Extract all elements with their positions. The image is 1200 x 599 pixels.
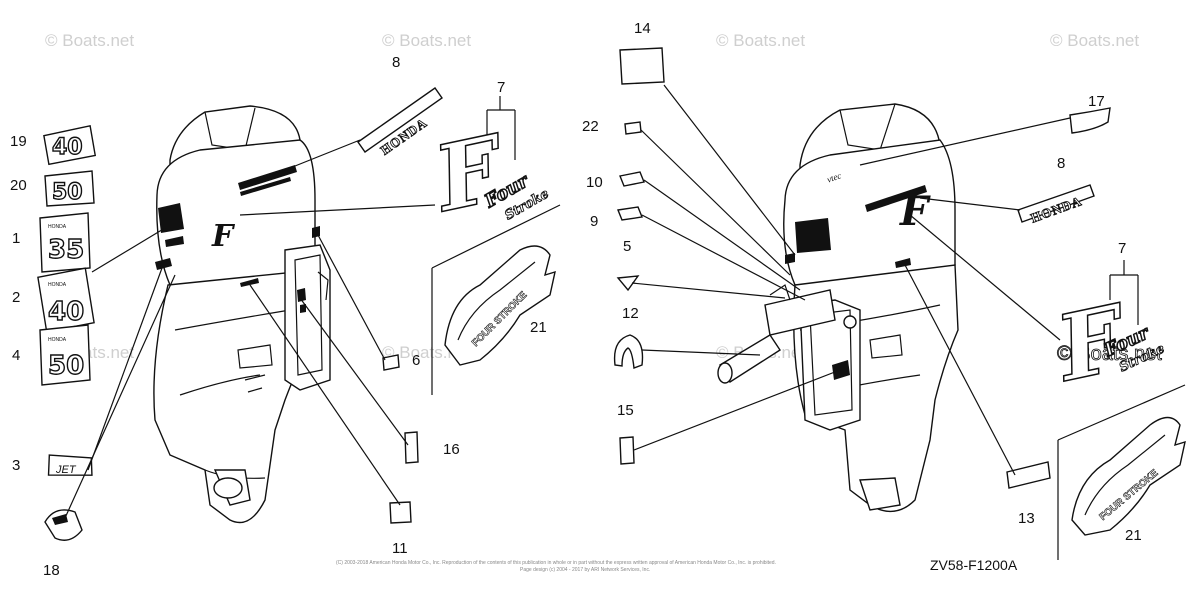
copyright-line: (C) 2003-2018 American Honda Motor Co., …	[336, 560, 776, 566]
decal-15	[619, 436, 635, 465]
emblem-21-four-stroke-left: FOUR STROKE	[431, 204, 561, 395]
svg-text:40: 40	[48, 297, 84, 327]
emblem-17	[1069, 107, 1111, 134]
svg-text:6: 6	[412, 352, 420, 369]
svg-text:F: F	[423, 114, 516, 233]
diagram-code: ZV58-F1200A	[930, 557, 1018, 573]
f-logo-on-cowl: F	[899, 188, 931, 235]
svg-text:40: 40	[52, 135, 83, 160]
decal-22	[624, 121, 642, 135]
decal-10	[619, 171, 645, 187]
svg-text:14: 14	[634, 20, 651, 37]
svg-text:50: 50	[48, 351, 84, 381]
svg-text:7: 7	[1118, 240, 1126, 257]
emblem-21-four-stroke-right: FOUR STROKE	[1057, 384, 1186, 560]
decal-9	[617, 206, 643, 221]
f-logo-on-cowl: F	[211, 219, 236, 254]
svg-text:20: 20	[10, 177, 27, 194]
svg-text:19: 19	[10, 133, 27, 150]
watermark: © Boats.net	[716, 31, 805, 50]
leader-lines-left	[64, 139, 436, 519]
svg-text:12: 12	[622, 305, 639, 322]
decal-16	[404, 431, 419, 464]
svg-text:21: 21	[530, 319, 547, 336]
emblem-3-jet: JET	[47, 454, 93, 476]
decal-11	[389, 501, 412, 524]
svg-text:9: 9	[590, 213, 598, 230]
svg-text:16: 16	[443, 441, 460, 458]
svg-text:10: 10	[586, 174, 603, 191]
part-numbers-left: 19 20 1 2 4 3 18 8 7 6 16 11 21	[10, 54, 547, 579]
svg-text:35: 35	[48, 235, 84, 265]
emblem-8-honda-right: HONDA	[1017, 184, 1095, 226]
emblem-1: HONDA 35	[39, 212, 91, 273]
watermark: © Boats.net	[1050, 31, 1139, 50]
copyright-line: Page design (c) 2004 - 2017 by ARI Netwo…	[520, 567, 650, 573]
left-outboard-motor-drawing: F	[153, 105, 331, 524]
emblem-20: 50	[44, 170, 95, 207]
watermark-overlay: © Boats.net	[1057, 343, 1162, 365]
watermark: © Boats.net	[382, 31, 471, 50]
leader-lines-right	[631, 84, 1071, 476]
svg-text:13: 13	[1018, 510, 1035, 527]
svg-text:50: 50	[52, 180, 83, 205]
svg-text:2: 2	[12, 289, 20, 306]
decal-6	[382, 354, 400, 371]
decal-12	[613, 334, 644, 369]
watermark: © Boats.net	[45, 31, 134, 50]
svg-text:17: 17	[1088, 93, 1105, 110]
svg-text:3: 3	[12, 457, 20, 474]
svg-text:15: 15	[617, 402, 634, 419]
emblem-4: HONDA 50	[39, 324, 91, 386]
svg-text:8: 8	[392, 54, 400, 71]
svg-text:22: 22	[582, 118, 599, 135]
emblem-19: 40	[43, 124, 97, 166]
vtec-logo: vtec	[826, 170, 843, 184]
svg-text:4: 4	[12, 347, 20, 364]
emblem-2: HONDA 40	[37, 267, 95, 333]
svg-text:JET: JET	[55, 464, 77, 476]
right-outboard-motor-drawing: F vtec	[717, 103, 959, 513]
svg-text:HONDA: HONDA	[48, 337, 67, 343]
svg-text:11: 11	[392, 540, 408, 557]
svg-text:1: 1	[12, 230, 20, 247]
svg-text:HONDA: HONDA	[48, 224, 67, 230]
part-numbers-right: 14 22 10 9 5 12 15 17 8 7 13 21	[582, 20, 1142, 544]
part-18-cap	[44, 509, 83, 541]
svg-text:7: 7	[497, 79, 505, 96]
svg-text:18: 18	[43, 562, 60, 579]
svg-text:5: 5	[623, 238, 631, 255]
decal-13	[1006, 461, 1051, 489]
svg-text:HONDA: HONDA	[48, 282, 67, 288]
svg-text:21: 21	[1125, 527, 1142, 544]
svg-text:8: 8	[1057, 155, 1065, 172]
decal-14	[619, 47, 665, 85]
